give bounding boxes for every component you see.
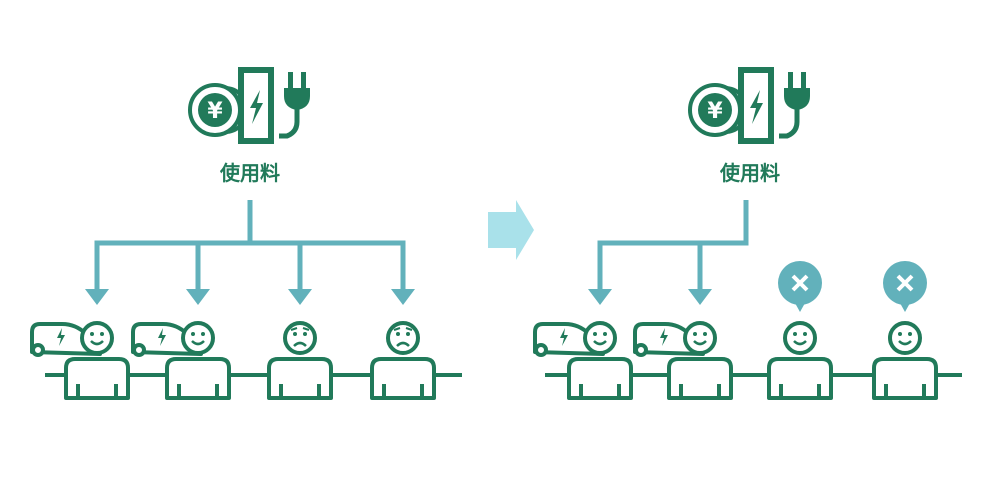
fee-label-after: 使用料 [719,161,780,185]
plug-icon [279,72,310,139]
person-after-3 [767,261,833,400]
face-icon [783,321,817,355]
face-icon [583,321,617,355]
person-body [872,357,938,400]
person-after-1 [533,321,633,400]
person-before-1 [30,321,130,400]
person-body [667,357,733,400]
face-icon [283,321,317,355]
person-body [64,357,130,400]
svg-text:¥: ¥ [707,99,723,124]
person-body [567,357,633,400]
person-body [370,357,436,400]
smile-icon [90,340,104,346]
frown-icon [293,341,307,347]
person-before-2 [131,321,231,400]
svg-text:¥: ¥ [207,99,223,124]
face-icon [80,321,114,355]
face-icon [386,321,420,355]
distribution-arrow [186,243,210,305]
face-icon [683,321,717,355]
person-after-2 [633,321,733,400]
face-icon [181,321,215,355]
distribution-arrow [391,243,415,305]
distribution-arrow [85,243,109,305]
distribution-arrow [588,243,612,305]
frown-icon [396,341,410,347]
smile-icon [693,340,707,346]
charger-battery-icon [738,67,774,144]
person-body [267,357,333,400]
charger-battery-icon [238,67,274,144]
distribution-arrow [288,243,312,305]
plug-icon [779,72,810,139]
yen-coin-icon: ¥ [688,83,749,137]
fee-split-lines [94,200,406,246]
fee-icon-after: ¥ [688,67,810,144]
rejected-bubble-icon [778,261,822,312]
smile-icon [593,340,607,346]
smile-icon [793,340,807,346]
transition-arrow-icon [488,200,534,260]
fee-split-lines [597,200,749,246]
rejected-bubble-icon [883,261,927,312]
person-before-4 [370,321,436,400]
fee-icon-before: ¥ [188,67,310,144]
fee-label-before: 使用料 [219,161,280,185]
smile-icon [898,340,912,346]
face-icon [888,321,922,355]
person-after-4 [872,261,938,400]
distribution-arrow [688,243,712,305]
person-body [767,357,833,400]
smile-icon [191,340,205,346]
person-body [165,357,231,400]
person-before-3 [267,321,333,400]
